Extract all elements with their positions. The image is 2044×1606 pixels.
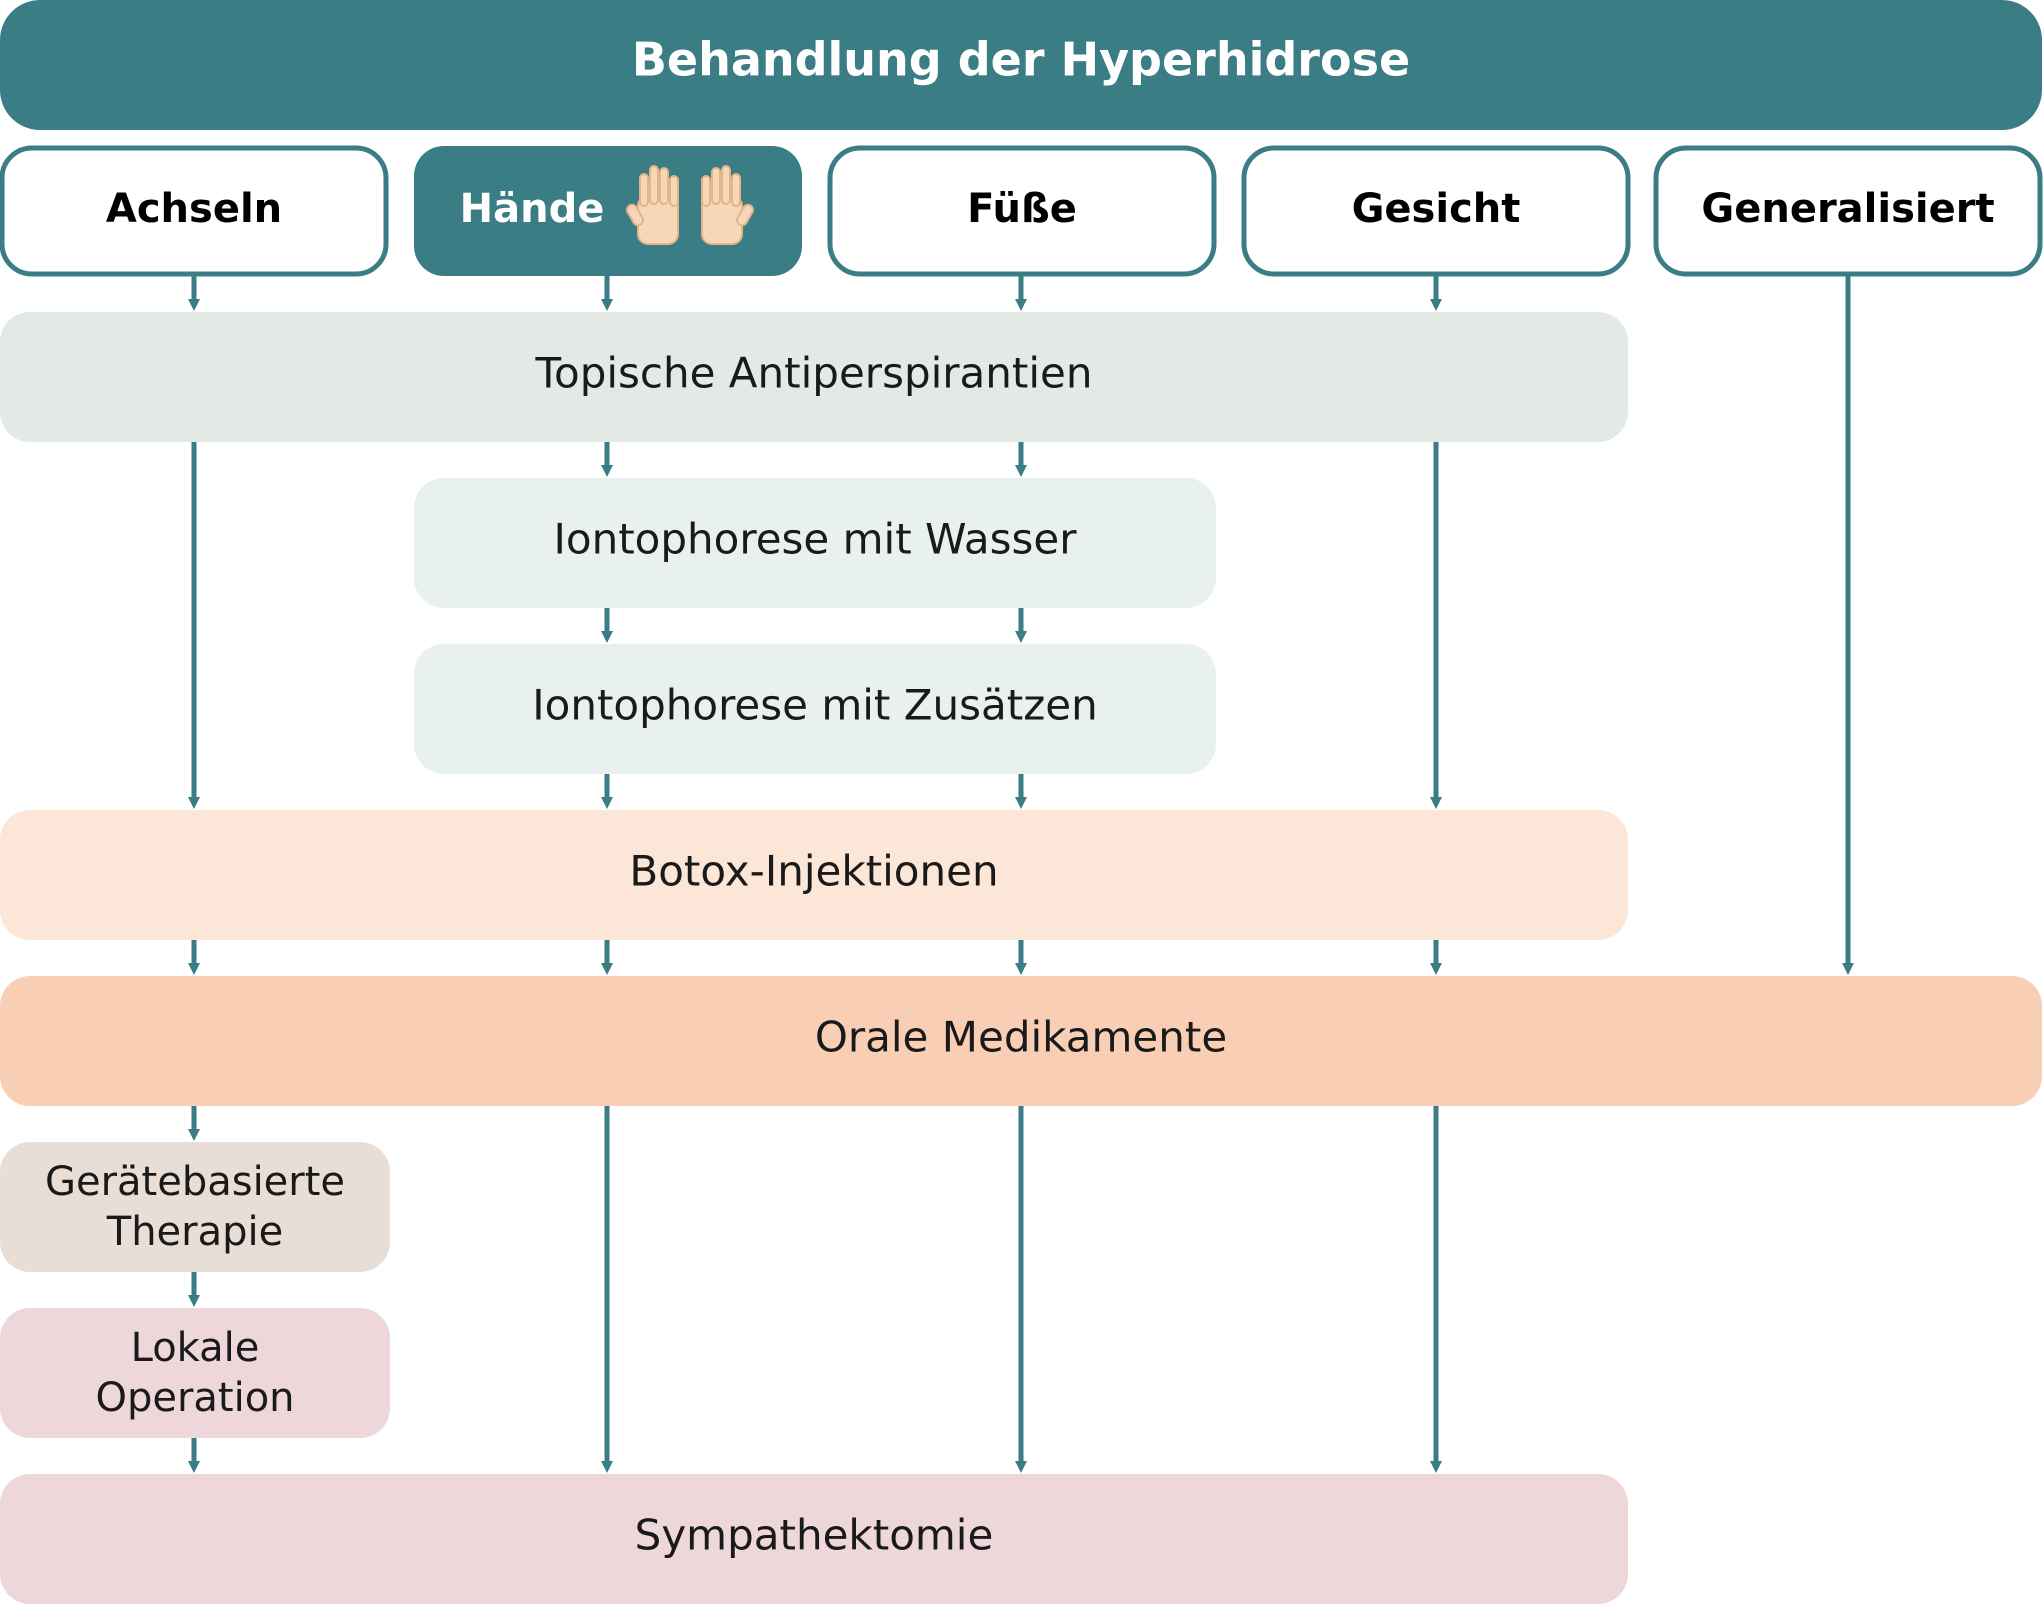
treatment-ionto-wasser: Iontophorese mit Wasser [414, 478, 1216, 608]
area-haende[interactable]: Hände [414, 146, 802, 276]
area-achseln-label: Achseln [106, 186, 282, 232]
treatment-topische: Topische Antiperspirantien [0, 312, 1628, 442]
connectors [188, 276, 1854, 1473]
raised-hands-icon [626, 165, 754, 245]
area-haende-label: Hände [460, 186, 605, 232]
treatment-botox-label: Botox-Injektionen [629, 847, 998, 896]
treatment-ionto-zusaetze-label: Iontophorese mit Zusätzen [532, 681, 1097, 730]
treatment-lokal-label: Lokale Operation [95, 1325, 295, 1421]
area-gesicht-label: Gesicht [1352, 186, 1521, 232]
area-generalisiert[interactable]: Generalisiert [1653, 145, 2043, 277]
treatment-sympath-label: Sympathektomie [635, 1511, 994, 1560]
area-fuesse[interactable]: Füße [827, 145, 1217, 277]
treatment-oral: Orale Medikamente [0, 976, 2042, 1106]
treatment-geraete-label: Gerätebasierte Therapie [44, 1159, 346, 1255]
treatment-geraete: Gerätebasierte Therapie [0, 1142, 390, 1272]
area-gesicht[interactable]: Gesicht [1241, 145, 1631, 277]
treatment-botox: Botox-Injektionen [0, 810, 1628, 940]
treatment-ionto-zusaetze: Iontophorese mit Zusätzen [414, 644, 1216, 774]
treatment-lokal: Lokale Operation [0, 1308, 390, 1438]
area-generalisiert-label: Generalisiert [1701, 186, 1994, 232]
area-achseln[interactable]: Achseln [0, 145, 389, 277]
treatment-oral-label: Orale Medikamente [815, 1013, 1227, 1062]
treatment-sympath: Sympathektomie [0, 1474, 1628, 1604]
treatment-topische-label: Topische Antiperspirantien [534, 349, 1092, 398]
title-banner [0, 0, 2042, 130]
diagram-title: Behandlung der Hyperhidrose [632, 33, 1410, 87]
area-fuesse-label: Füße [967, 186, 1077, 232]
treatment-ionto-wasser-label: Iontophorese mit Wasser [554, 515, 1078, 564]
